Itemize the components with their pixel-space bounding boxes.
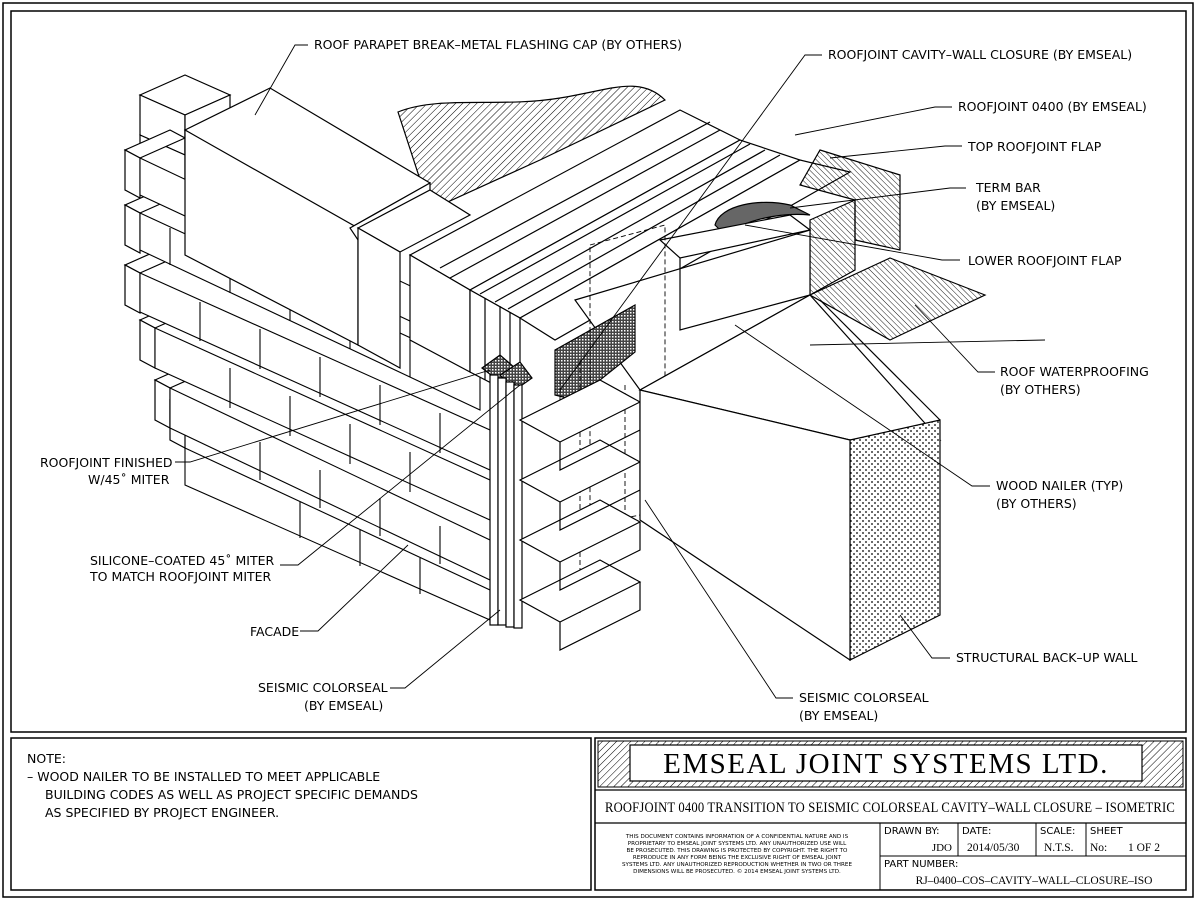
confidential-line-1: THIS DOCUMENT CONTAINS INFORMATION OF A … bbox=[625, 834, 849, 840]
label-structural-wall: STRUCTURAL BACK–UP WALL bbox=[956, 650, 1138, 665]
drawing-title: ROOFJOINT 0400 TRANSITION TO SEISMIC COL… bbox=[605, 800, 1175, 816]
label-seismic-left: SEISMIC COLORSEAL bbox=[258, 680, 388, 695]
notes-box bbox=[10, 737, 592, 891]
structural-backup-wall bbox=[638, 294, 942, 662]
label-wood-nailer-2: (BY OTHERS) bbox=[996, 496, 1077, 511]
roof-deck-hatch bbox=[397, 85, 667, 211]
label-top-flap: TOP ROOFJOINT FLAP bbox=[967, 139, 1102, 154]
title-block-fields: DRAWN BY: JDO DATE: 2014/05/30 SCALE: N.… bbox=[884, 826, 1160, 887]
notes-heading: NOTE: bbox=[27, 751, 66, 766]
label-term-bar: TERM BAR bbox=[975, 180, 1041, 195]
isometric-detail bbox=[123, 74, 987, 662]
parapet-blocks bbox=[356, 109, 742, 373]
date-label: DATE: bbox=[962, 826, 991, 837]
part-number-value: RJ–0400–COS–CAVITY–WALL–CLOSURE–ISO bbox=[916, 875, 1153, 887]
sheet-no-value: 1 OF 2 bbox=[1128, 842, 1160, 854]
sheet-label: SHEET bbox=[1090, 826, 1124, 837]
label-silicone: SILICONE–COATED 45˚ MITER bbox=[90, 553, 275, 568]
roof-waterproofing-hatch bbox=[808, 257, 987, 341]
label-lower-flap: LOWER ROOFJOINT FLAP bbox=[968, 253, 1122, 268]
confidential-line-6: DIMENSIONS WILL BE PROSECUTED. © 2014 EM… bbox=[633, 868, 841, 875]
confidentiality-notice: THIS DOCUMENT CONTAINS INFORMATION OF A … bbox=[622, 834, 852, 875]
company-name-panel bbox=[629, 744, 1143, 782]
label-roofjoint-finished-2: W/45˚ MITER bbox=[88, 472, 170, 487]
label-facade: FACADE bbox=[250, 624, 299, 639]
notes: NOTE: – WOOD NAILER TO BE INSTALLED TO M… bbox=[27, 751, 418, 820]
label-wood-nailer: WOOD NAILER (TYP) bbox=[996, 478, 1123, 493]
notes-line-2: BUILDING CODES AS WELL AS PROJECT SPECIF… bbox=[45, 787, 418, 802]
part-number-label: PART NUMBER: bbox=[884, 859, 958, 870]
notes-line-1: – WOOD NAILER TO BE INSTALLED TO MEET AP… bbox=[27, 769, 380, 784]
label-parapet-cap: ROOF PARAPET BREAK–METAL FLASHING CAP (B… bbox=[314, 37, 682, 52]
label-roof-waterproofing: ROOF WATERPROOFING bbox=[1000, 364, 1149, 379]
notes-line-3: AS SPECIFIED BY PROJECT ENGINEER. bbox=[45, 805, 279, 820]
drawing-frame bbox=[10, 10, 1187, 733]
date-value: 2014/05/30 bbox=[967, 842, 1020, 854]
scale-value: N.T.S. bbox=[1044, 842, 1074, 854]
drawn-by-label: DRAWN BY: bbox=[884, 826, 940, 837]
callouts: ROOF PARAPET BREAK–METAL FLASHING CAP (B… bbox=[40, 37, 1149, 723]
scale-label: SCALE: bbox=[1040, 826, 1075, 837]
leader-lines bbox=[175, 44, 1046, 699]
label-term-bar-2: (BY EMSEAL) bbox=[976, 198, 1055, 213]
company-name: EMSEAL JOINT SYSTEMS LTD. bbox=[663, 748, 1109, 780]
label-roofjoint-0400: ROOFJOINT 0400 (BY EMSEAL) bbox=[958, 99, 1147, 114]
return-bricks bbox=[518, 379, 642, 651]
label-seismic-right: SEISMIC COLORSEAL bbox=[799, 690, 929, 705]
seismic-colorseal-tubes bbox=[489, 374, 523, 629]
confidential-line-5: SYSTEMS LTD. ANY UNAUTHORIZED REPRODUCTI… bbox=[622, 862, 852, 868]
sheet-no-label: No: bbox=[1090, 842, 1107, 854]
confidential-line-2: PROPRIETARY TO EMSEAL JOINT SYSTEMS LTD.… bbox=[628, 841, 847, 847]
confidential-line-3: BE PROSECUTED. THIS DRAWING IS PROTECTED… bbox=[627, 848, 849, 854]
label-roof-waterproofing-2: (BY OTHERS) bbox=[1000, 382, 1081, 397]
label-seismic-left-2: (BY EMSEAL) bbox=[304, 698, 383, 713]
label-cavity-wall-closure: ROOFJOINT CAVITY–WALL CLOSURE (BY EMSEAL… bbox=[828, 47, 1132, 62]
drawn-by-value: JDO bbox=[932, 842, 952, 854]
label-roofjoint-finished: ROOFJOINT FINISHED bbox=[40, 455, 173, 470]
title-block bbox=[594, 737, 1187, 891]
label-silicone-2: TO MATCH ROOFJOINT MITER bbox=[89, 569, 272, 584]
cavity-closure-mesh bbox=[554, 303, 636, 401]
label-seismic-right-2: (BY EMSEAL) bbox=[799, 708, 878, 723]
confidential-line-4: REPRODUCE IN ANY FORM BEING THE EXCLUSIV… bbox=[633, 855, 842, 861]
